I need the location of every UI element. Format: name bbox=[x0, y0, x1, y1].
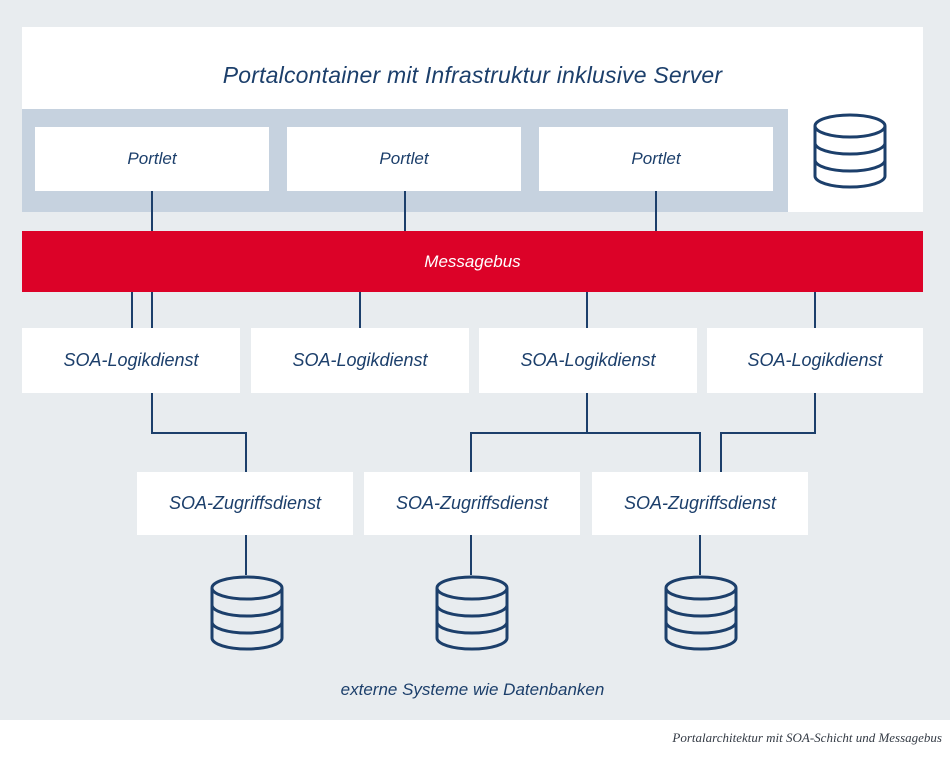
portlet-label: Portlet bbox=[127, 149, 177, 168]
service-label: SOA-Logikdienst bbox=[747, 350, 883, 370]
messagebus: Messagebus bbox=[22, 231, 923, 292]
portlet-1: Portlet bbox=[35, 127, 269, 191]
service-label: SOA-Logikdienst bbox=[520, 350, 656, 370]
connector-line bbox=[720, 393, 816, 472]
connector-line bbox=[470, 393, 588, 472]
soa-logic-service-2: SOA-Logikdienst bbox=[251, 328, 469, 393]
service-label: SOA-Zugriffsdienst bbox=[623, 493, 777, 513]
service-label: SOA-Logikdienst bbox=[63, 350, 199, 370]
database-icon bbox=[435, 575, 509, 651]
database-icon bbox=[210, 575, 284, 651]
portlet-label: Portlet bbox=[631, 149, 681, 168]
portlet-3: Portlet bbox=[539, 127, 773, 191]
external-systems-caption: externe Systeme wie Datenbanken bbox=[340, 680, 605, 699]
soa-logic-service-4: SOA-Logikdienst bbox=[707, 328, 923, 393]
figure-caption: Portalarchitektur mit SOA-Schicht und Me… bbox=[672, 730, 942, 745]
architecture-diagram: Portalcontainer mit Infrastruktur inklus… bbox=[0, 0, 950, 720]
connector-lines bbox=[131, 191, 816, 575]
soa-logic-service-1: SOA-Logikdienst bbox=[22, 328, 240, 393]
soa-access-service-1: SOA-Zugriffsdienst bbox=[137, 472, 353, 535]
soa-access-service-3: SOA-Zugriffsdienst bbox=[592, 472, 808, 535]
soa-access-service-2: SOA-Zugriffsdienst bbox=[364, 472, 580, 535]
service-label: SOA-Zugriffsdienst bbox=[395, 493, 549, 513]
connector-line bbox=[587, 432, 701, 472]
soa-logic-service-3: SOA-Logikdienst bbox=[479, 328, 697, 393]
service-label: SOA-Zugriffsdienst bbox=[168, 493, 322, 513]
portlet-2: Portlet bbox=[287, 127, 521, 191]
server-database-icon bbox=[813, 113, 887, 189]
messagebus-label: Messagebus bbox=[424, 251, 521, 271]
database-icon bbox=[664, 575, 738, 651]
portal-container-title: Portalcontainer mit Infrastruktur inklus… bbox=[222, 62, 723, 88]
service-label: SOA-Logikdienst bbox=[292, 350, 428, 370]
connector-line bbox=[151, 393, 247, 472]
portlet-label: Portlet bbox=[379, 149, 429, 168]
